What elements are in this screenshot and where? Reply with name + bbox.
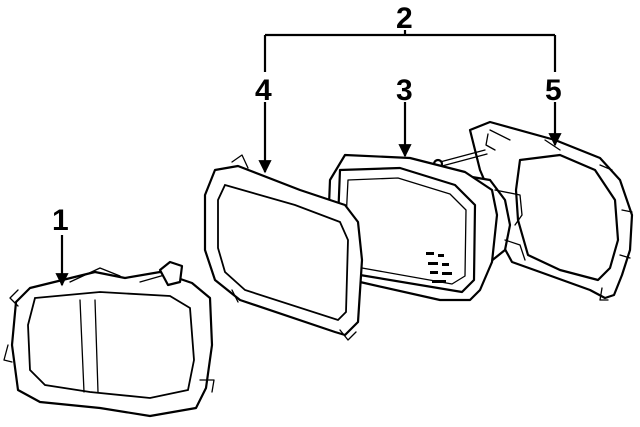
lens-markings — [426, 252, 452, 283]
callout-2: 2 — [396, 2, 413, 35]
leader-lines — [55, 30, 562, 287]
callout-1: 1 — [52, 204, 69, 237]
headlamp-door-part — [3, 260, 215, 418]
callout-5: 5 — [545, 74, 562, 107]
callout-3: 3 — [396, 74, 413, 107]
retaining-ring-part — [203, 154, 364, 341]
callout-4: 4 — [255, 74, 272, 107]
sealed-beam-lamp-part — [326, 153, 526, 302]
